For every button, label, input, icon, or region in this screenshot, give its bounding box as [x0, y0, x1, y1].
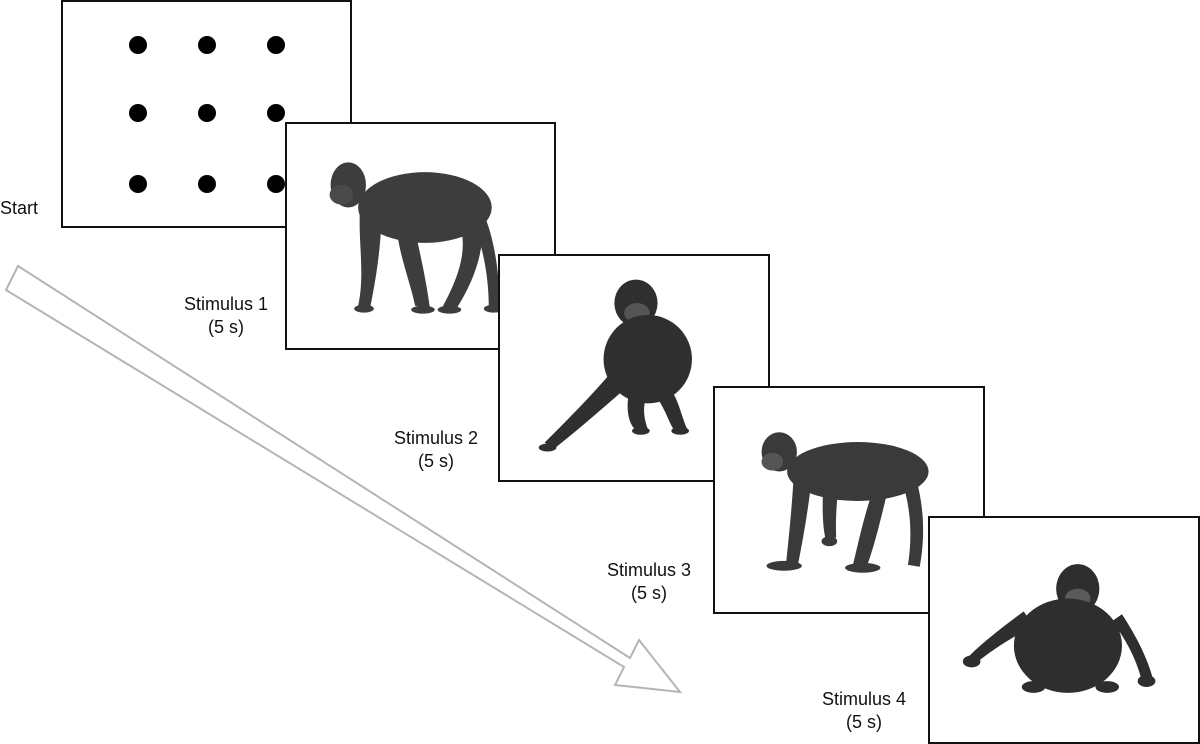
stimulus-1-title: Stimulus 1 — [168, 293, 284, 316]
fixation-dot — [267, 175, 285, 193]
stimulus-4-title: Stimulus 4 — [806, 688, 922, 711]
stimulus-4-screen — [928, 516, 1200, 744]
stimulus-3-title: Stimulus 3 — [591, 559, 707, 582]
stimulus-1-duration: (5 s) — [168, 316, 284, 339]
stimulus-2-duration: (5 s) — [378, 450, 494, 473]
fixation-dot — [129, 175, 147, 193]
stimulus-1-label: Stimulus 1 (5 s) — [168, 293, 284, 339]
stimulus-4-label: Stimulus 4 (5 s) — [806, 688, 922, 734]
stimulus-2-label: Stimulus 2 (5 s) — [378, 427, 494, 473]
stimulus-4-duration: (5 s) — [806, 711, 922, 734]
stimulus-3-duration: (5 s) — [591, 582, 707, 605]
stimulus-2-title: Stimulus 2 — [378, 427, 494, 450]
stimulus-3-label: Stimulus 3 (5 s) — [591, 559, 707, 605]
fixation-dot — [198, 175, 216, 193]
fixation-dot — [198, 36, 216, 54]
fixation-dot — [267, 36, 285, 54]
chimpanzee-seated-front-image — [930, 518, 1198, 742]
fixation-dot — [129, 36, 147, 54]
start-label: Start — [0, 197, 38, 220]
fixation-dot — [267, 104, 285, 122]
fixation-dot — [198, 104, 216, 122]
fixation-dot — [129, 104, 147, 122]
